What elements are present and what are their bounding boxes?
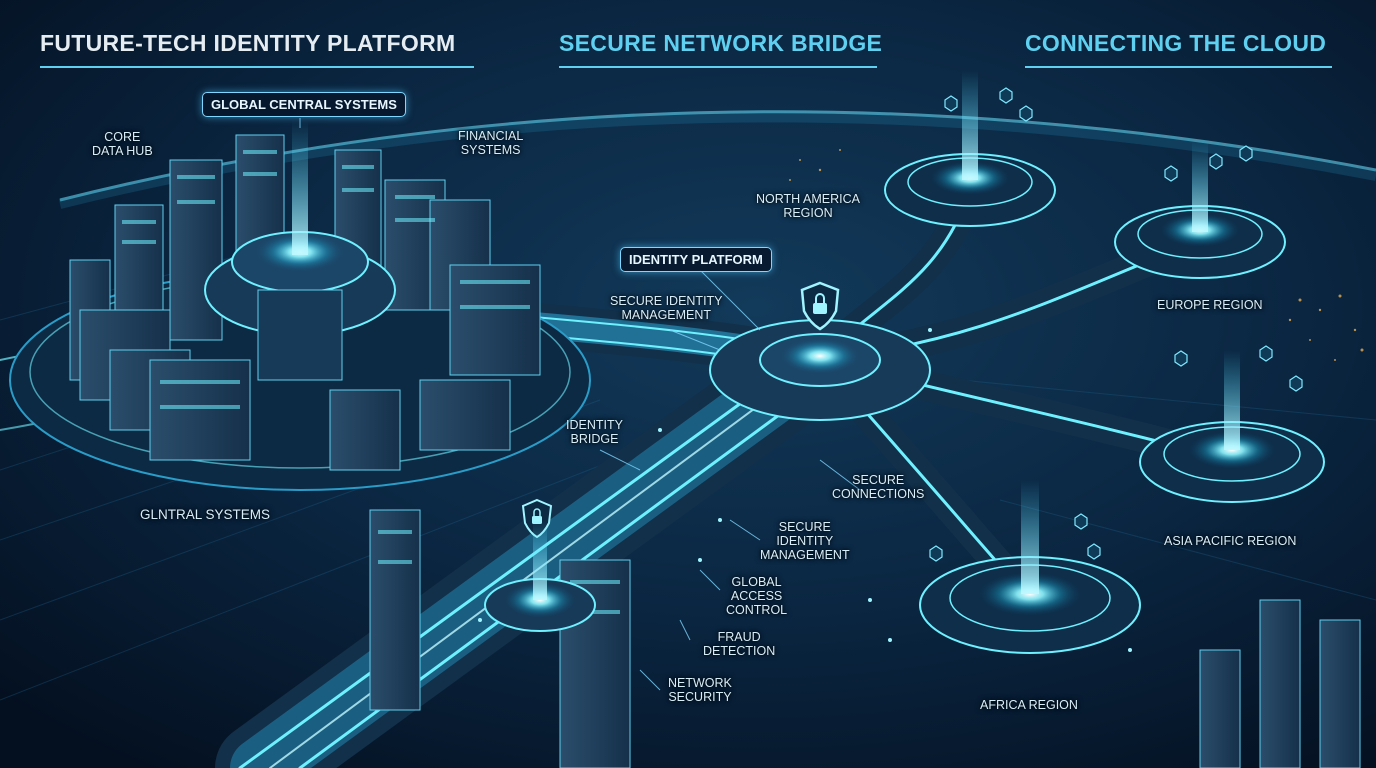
north-america-region-label: NORTH AMERICA REGION [756, 192, 860, 220]
header-title-right: CONNECTING THE CLOUD [1025, 30, 1327, 56]
global-access-control-label: GLOBAL ACCESS CONTROL [726, 575, 788, 617]
header-title-left: FUTURE-TECH IDENTITY PLATFORM [40, 30, 456, 56]
core-data-hub-label: CORE DATA HUB [92, 130, 153, 158]
secure-identity-management-top-label: SECURE IDENTITY MANAGEMENT [610, 294, 723, 322]
identity-platform-label: IDENTITY PLATFORM [620, 247, 772, 272]
africa-region-label: AFRICA REGION [980, 698, 1078, 712]
hexagon-data-icon [929, 87, 1303, 562]
header-title-center: SECURE NETWORK BRIDGE [559, 30, 883, 56]
shield-lock-icon [800, 281, 840, 331]
header-underline-left [40, 66, 474, 68]
asia-pacific-region-label: ASIA PACIFIC REGION [1164, 534, 1297, 548]
financial-systems-label: FINANCIAL SYSTEMS [458, 129, 524, 157]
identity-bridge-label: IDENTITY BRIDGE [566, 418, 623, 446]
network-security-label: NETWORK SECURITY [668, 676, 732, 704]
fraud-detection-label: FRAUD DETECTION [703, 630, 776, 658]
secure-connections-label: SECURE CONNECTIONS [832, 473, 925, 501]
europe-region-label: EUROPE REGION [1157, 298, 1263, 312]
glntral-systems-label: GLNTRAL SYSTEMS [140, 507, 271, 522]
header-underline-right [1025, 66, 1332, 68]
header-underline-center [559, 66, 877, 68]
secure-identity-management-bottom-label: SECURE IDENTITY MANAGEMENT [760, 520, 850, 562]
global-central-systems-label: GLOBAL CENTRAL SYSTEMS [202, 92, 406, 117]
